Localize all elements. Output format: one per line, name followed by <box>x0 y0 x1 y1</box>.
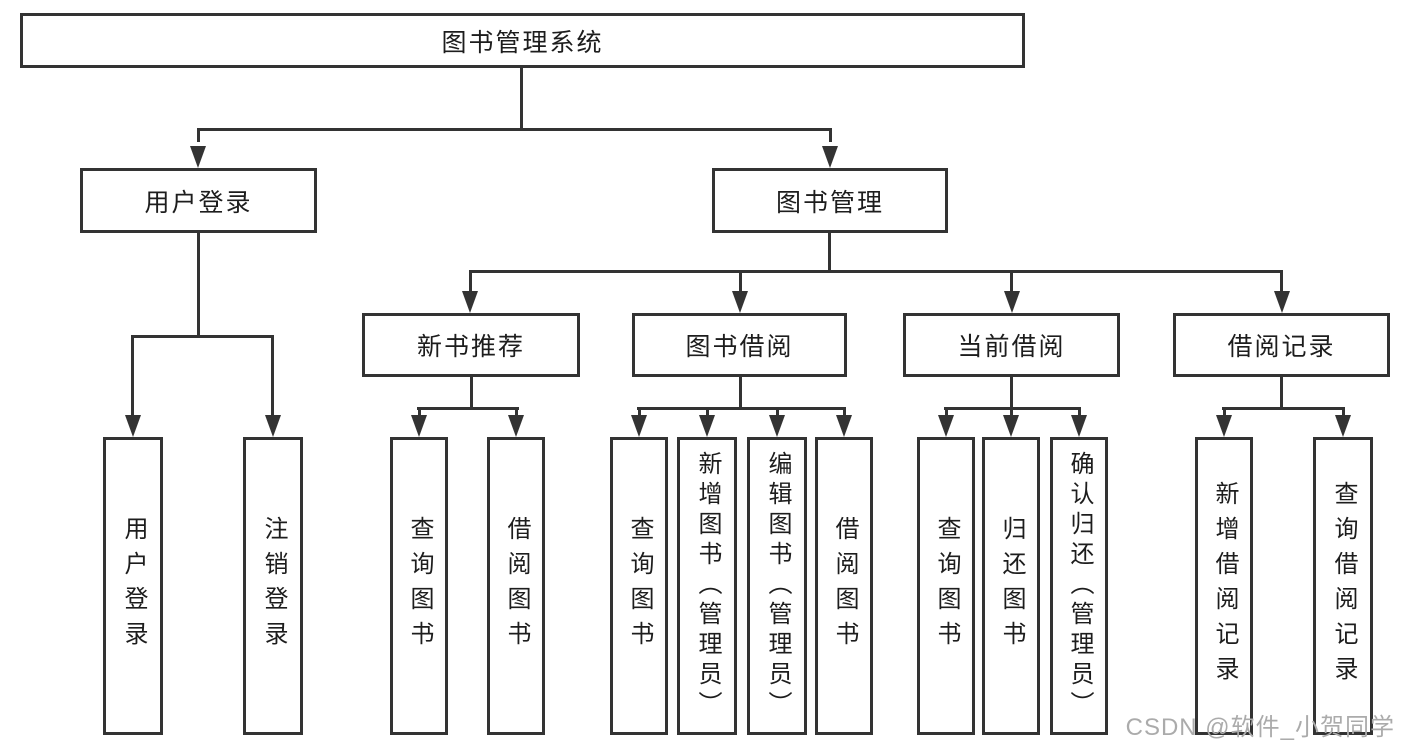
connector-arrow <box>822 146 838 168</box>
connector-arrow <box>1274 291 1290 313</box>
connector-arrow <box>1335 415 1351 437</box>
leaf-query-books-current: 查询图书 <box>917 437 975 735</box>
connector-line <box>470 377 473 410</box>
connector-line <box>829 128 832 142</box>
connector-line <box>945 407 948 417</box>
leaf-user-login: 用户登录 <box>103 437 163 735</box>
node-new-book-recommendation: 新书推荐 <box>362 313 580 377</box>
connector-arrow <box>411 415 427 437</box>
connector-arrow <box>1216 415 1232 437</box>
connector-line <box>1010 270 1013 295</box>
connector-arrow <box>769 415 785 437</box>
connector-arrow <box>938 415 954 437</box>
connector-line <box>739 270 742 295</box>
connector-line <box>469 270 1283 273</box>
leaf-return-books-label: 归还图书 <box>998 516 1025 656</box>
connector-line <box>515 407 518 417</box>
leaf-borrow-books-recommend-label: 借阅图书 <box>503 516 530 656</box>
leaf-borrow-books: 借阅图书 <box>815 437 873 735</box>
leaf-query-books-borrowing: 查询图书 <box>610 437 668 735</box>
connector-line <box>197 128 832 131</box>
leaf-logout-label: 注销登录 <box>260 516 287 656</box>
connector-line <box>1223 407 1226 417</box>
leaf-add-books-admin: 新增图书（管理员） <box>677 437 737 735</box>
leaf-confirm-return-admin: 确认归还（管理员） <box>1050 437 1108 735</box>
connector-line <box>418 407 421 417</box>
connector-line <box>843 407 846 417</box>
connector-line <box>271 335 274 417</box>
connector-arrow <box>631 415 647 437</box>
connector-line <box>469 270 472 295</box>
node-user-login: 用户登录 <box>80 168 317 233</box>
node-borrowing-records-label: 借阅记录 <box>1227 333 1336 361</box>
connector-arrow <box>125 415 141 437</box>
leaf-query-borrow-record: 查询借阅记录 <box>1313 437 1373 735</box>
leaf-query-borrow-record-label: 查询借阅记录 <box>1330 481 1357 691</box>
node-borrowing-records: 借阅记录 <box>1173 313 1390 377</box>
connector-line <box>637 407 846 410</box>
connector-line <box>638 407 641 417</box>
leaf-edit-books-admin-label: 编辑图书（管理员） <box>764 451 791 721</box>
connector-arrow <box>1004 291 1020 313</box>
node-current-borrowing: 当前借阅 <box>903 313 1120 377</box>
node-book-borrowing: 图书借阅 <box>632 313 847 377</box>
leaf-return-books: 归还图书 <box>982 437 1040 735</box>
connector-line <box>1342 407 1345 417</box>
connector-line <box>1010 407 1013 417</box>
leaf-borrow-books-recommend: 借阅图书 <box>487 437 545 735</box>
connector-line <box>1280 270 1283 295</box>
connector-line <box>706 407 709 417</box>
connector-line <box>131 335 274 338</box>
connector-line <box>197 128 200 142</box>
node-root-label: 图书管理系统 <box>441 28 604 57</box>
connector-line <box>417 407 519 410</box>
node-book-management: 图书管理 <box>712 168 948 233</box>
leaf-add-books-admin-label: 新增图书（管理员） <box>694 451 721 721</box>
connector-line <box>1010 377 1013 410</box>
connector-line <box>828 233 831 270</box>
connector-arrow <box>699 415 715 437</box>
connector-line <box>520 68 523 128</box>
leaf-query-books-current-label: 查询图书 <box>933 516 960 656</box>
csdn-watermark: CSDN @软件_小贺同学 <box>1125 714 1395 741</box>
connector-arrow <box>1071 415 1087 437</box>
connector-arrow <box>190 146 206 168</box>
leaf-add-borrow-record: 新增借阅记录 <box>1195 437 1253 735</box>
connector-line <box>1222 407 1345 410</box>
node-user-login-label: 用户登录 <box>144 188 253 217</box>
leaf-confirm-return-admin-label: 确认归还（管理员） <box>1066 451 1093 721</box>
connector-line <box>1078 407 1081 417</box>
connector-line <box>739 377 742 410</box>
leaf-query-books-recommend-label: 查询图书 <box>406 516 433 656</box>
connector-line <box>776 407 779 417</box>
leaf-query-books-recommend: 查询图书 <box>390 437 448 735</box>
node-book-management-label: 图书管理 <box>775 188 884 217</box>
connector-line <box>197 233 200 335</box>
connector-arrow <box>265 415 281 437</box>
connector-arrow <box>732 291 748 313</box>
leaf-query-books-borrowing-label: 查询图书 <box>626 516 653 656</box>
connector-line <box>1280 377 1283 410</box>
leaf-user-login-label: 用户登录 <box>120 516 147 656</box>
leaf-add-borrow-record-label: 新增借阅记录 <box>1211 481 1238 691</box>
node-root-system: 图书管理系统 <box>20 13 1025 68</box>
leaf-edit-books-admin: 编辑图书（管理员） <box>747 437 807 735</box>
node-new-book-recommendation-label: 新书推荐 <box>416 333 525 361</box>
leaf-logout: 注销登录 <box>243 437 303 735</box>
connector-arrow <box>462 291 478 313</box>
connector-line <box>131 335 134 417</box>
leaf-borrow-books-label: 借阅图书 <box>831 516 858 656</box>
node-book-borrowing-label: 图书借阅 <box>685 333 794 361</box>
connector-arrow <box>836 415 852 437</box>
node-current-borrowing-label: 当前借阅 <box>957 333 1066 361</box>
connector-arrow <box>1003 415 1019 437</box>
connector-arrow <box>508 415 524 437</box>
